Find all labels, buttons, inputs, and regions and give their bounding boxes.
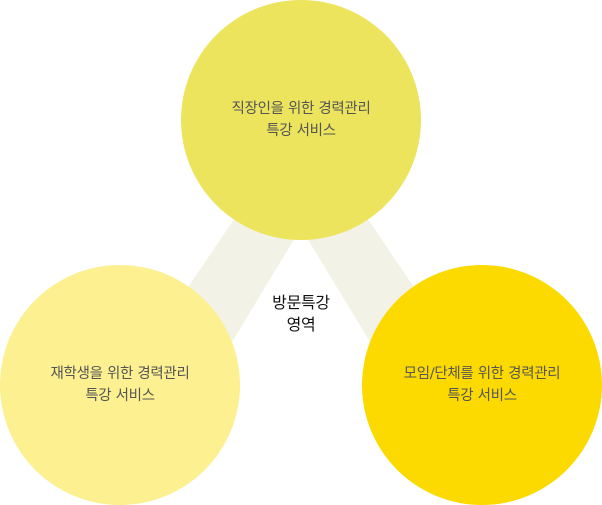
node-office-workers: 직장인을 위한 경력관리 특강 서비스: [181, 0, 421, 240]
node-students-line2: 특강 서비스: [85, 388, 155, 404]
node-groups-line2: 특강 서비스: [447, 388, 517, 404]
center-label-line2: 영역: [286, 315, 316, 334]
node-students-line1: 재학생을 위한 경력관리: [50, 366, 190, 382]
center-label: 방문특강 영역: [241, 292, 361, 336]
node-groups-line1: 모임/단체를 위한 경력관리: [403, 366, 561, 382]
node-office-workers-line2: 특강 서비스: [266, 123, 336, 139]
node-office-workers-line1: 직장인을 위한 경력관리: [231, 101, 371, 117]
center-label-line1: 방문특강: [272, 293, 330, 312]
node-students: 재학생을 위한 경력관리 특강 서비스: [0, 265, 240, 505]
node-groups: 모임/단체를 위한 경력관리 특강 서비스: [362, 265, 602, 505]
